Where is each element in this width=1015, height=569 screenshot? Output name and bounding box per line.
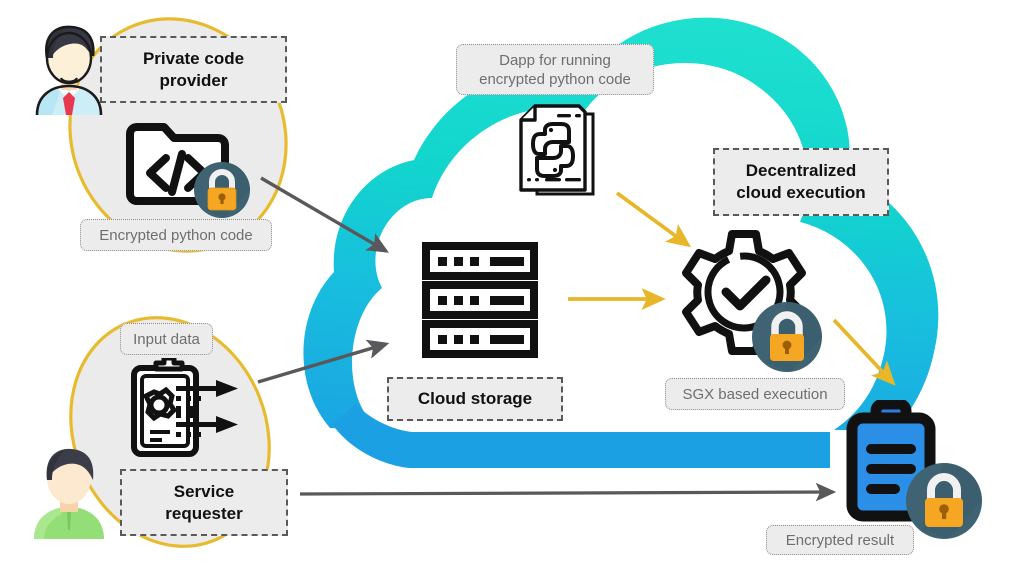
- python-file-icon: [511, 104, 603, 200]
- result-lock-badge: [906, 463, 982, 539]
- label-cloud-storage-text: Cloud storage: [417, 389, 533, 408]
- arrow-input-to-storage: [257, 339, 390, 384]
- arrow-execution-to-result: [832, 318, 896, 386]
- label-service-requester-text: Service requester: [165, 481, 243, 523]
- label-service-requester: Service requester: [120, 469, 288, 536]
- label-dapp-for-running-text: Dapp for running encrypted python code: [479, 51, 631, 88]
- label-sgx-based-execution: SGX based execution: [665, 378, 845, 410]
- arrow-requester-to-result: [299, 482, 837, 502]
- sgx-lock-badge: [752, 302, 822, 372]
- label-cloud-storage: Cloud storage: [387, 377, 563, 421]
- label-sgx-based-execution-text: SGX based execution: [682, 385, 828, 403]
- label-decentralized-cloud-execution-text: Decentralized cloud execution: [736, 161, 866, 202]
- label-private-code-provider-text: Private code provider: [142, 48, 245, 90]
- arrow-code-to-storage: [260, 176, 389, 253]
- provider-avatar: [27, 20, 111, 116]
- label-encrypted-result: Encrypted result: [766, 525, 914, 555]
- label-encrypted-result-text: Encrypted result: [785, 531, 895, 549]
- label-input-data-text: Input data: [133, 330, 200, 348]
- clipboard-dataflow-icon: [126, 355, 250, 460]
- label-input-data: Input data: [120, 323, 213, 355]
- label-decentralized-cloud-execution: Decentralized cloud execution: [713, 148, 889, 216]
- server-rack-icon: [420, 241, 540, 359]
- requester-avatar: [26, 444, 112, 539]
- label-encrypted-python-code: Encrypted python code: [80, 219, 272, 251]
- label-encrypted-python-code-text: Encrypted python code: [99, 226, 253, 244]
- label-private-code-provider: Private code provider: [100, 36, 287, 103]
- label-dapp-for-running: Dapp for running encrypted python code: [456, 44, 654, 95]
- code-folder-lock-badge: [194, 162, 250, 218]
